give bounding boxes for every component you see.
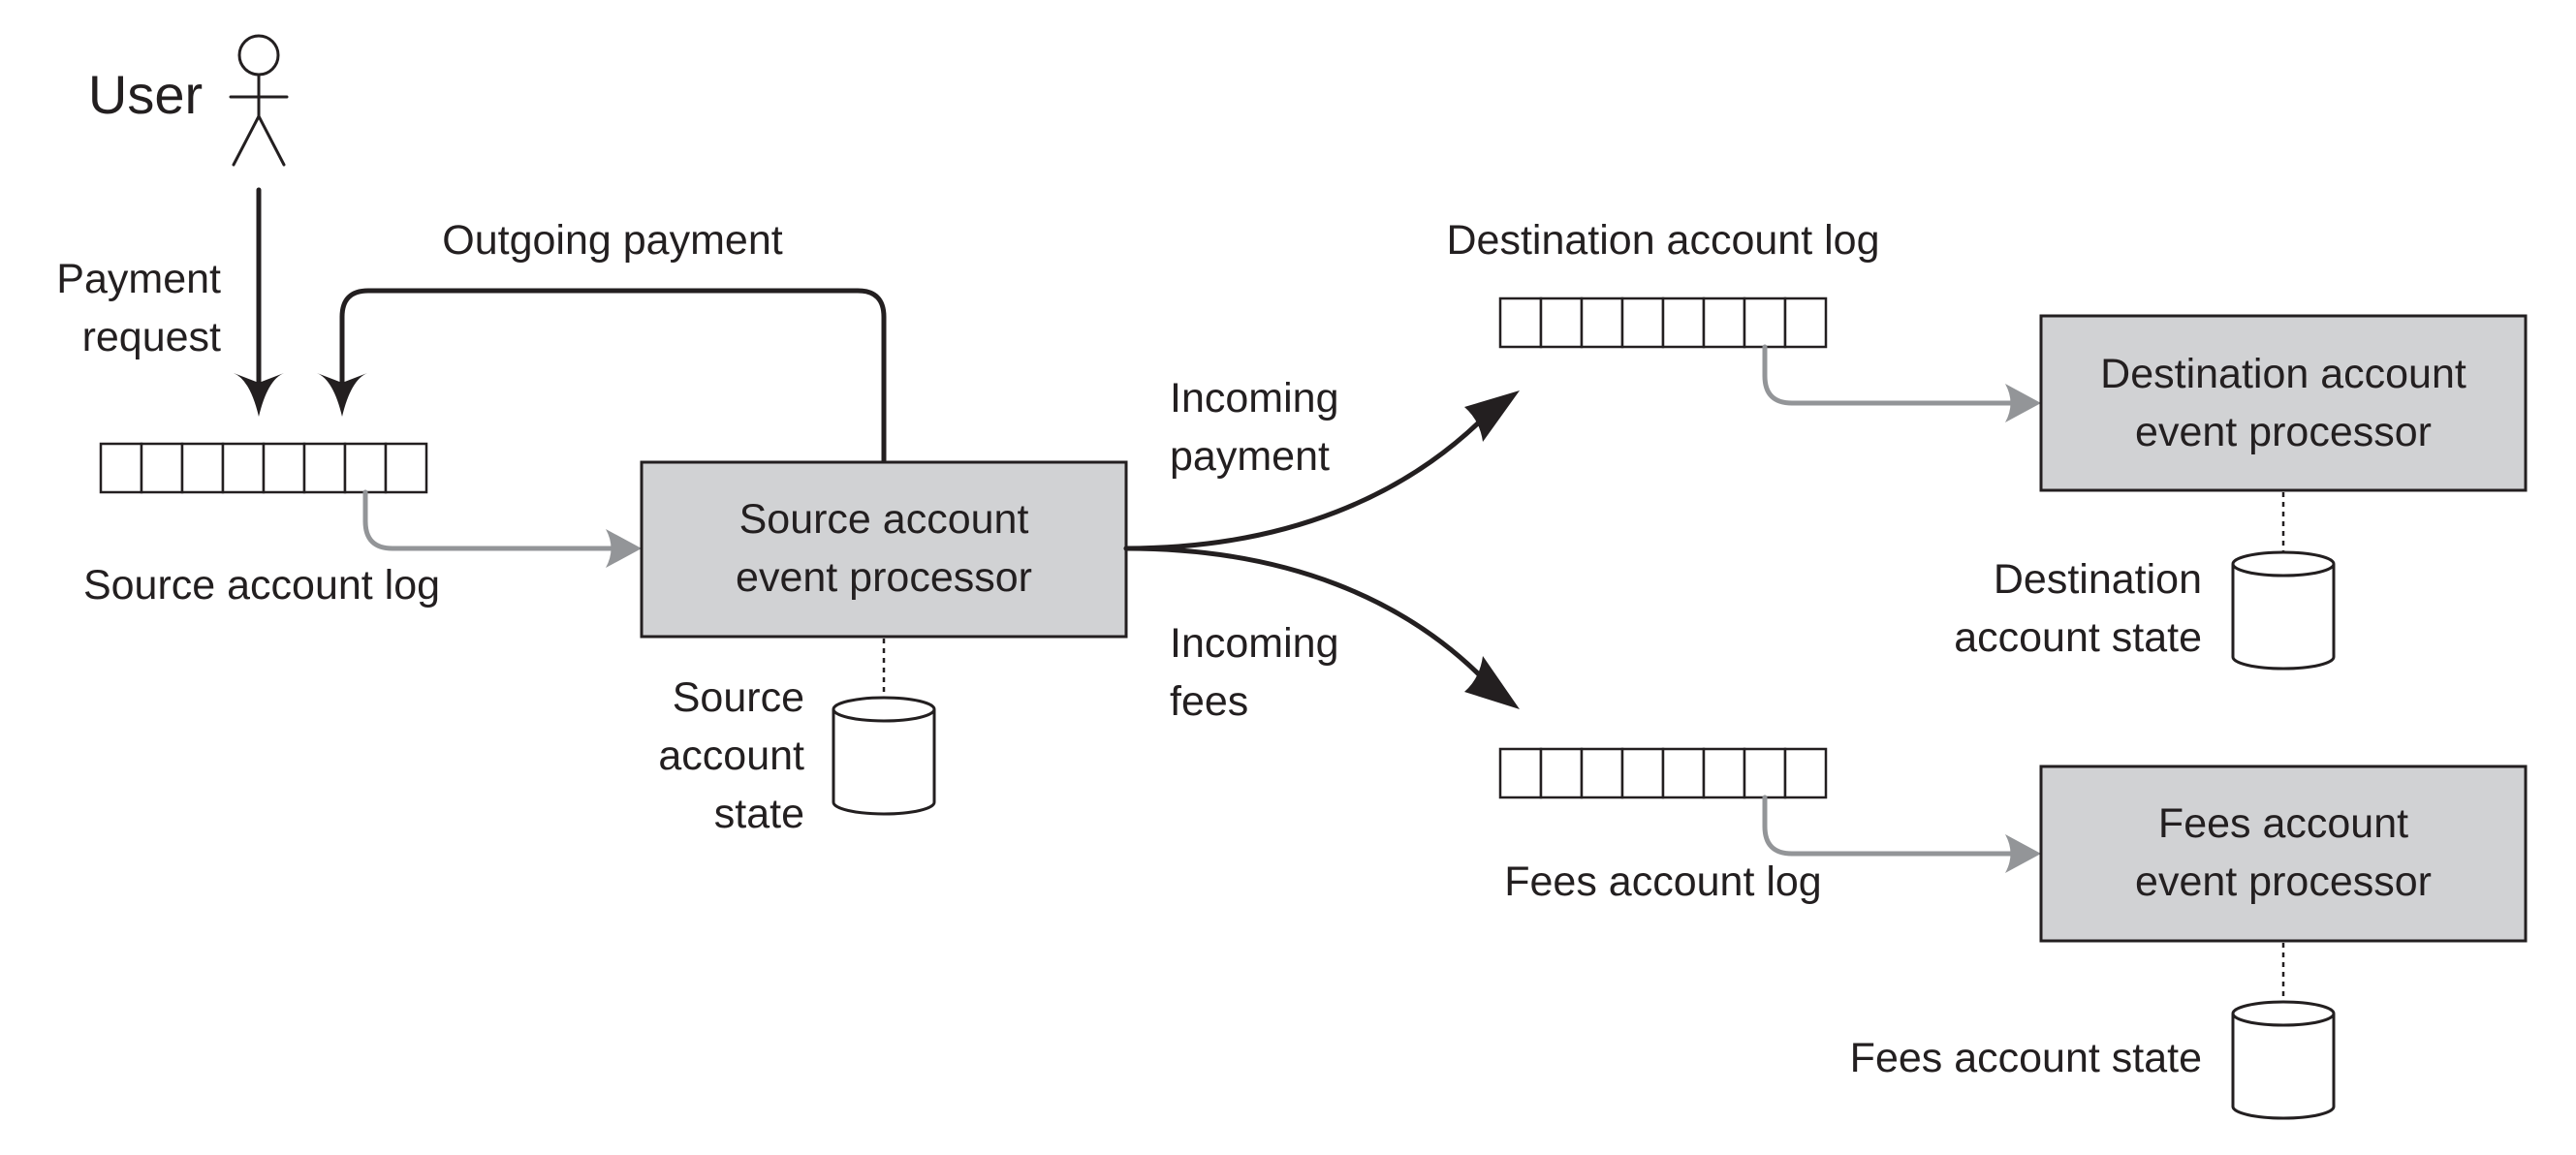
destination-log-consume-arrow: [1762, 344, 2041, 422]
destination-event-processor-label-line2: event processor: [2135, 409, 2432, 455]
source-account-log-label: Source account log: [83, 562, 440, 609]
user-actor-icon: [229, 34, 289, 167]
fees-account-log: [1498, 747, 1828, 799]
fees-account-log-label: Fees account log: [1504, 858, 1821, 905]
destination-event-processor: [2039, 314, 2528, 492]
fees-event-processor: [2039, 765, 2528, 943]
fees-event-processor-label-line2: event processor: [2135, 858, 2432, 905]
destination-account-log: [1498, 297, 1828, 349]
source-state-database-icon: [832, 696, 936, 816]
source-state-label-line3: state: [714, 791, 804, 837]
destination-state-label: Destination: [1994, 556, 2202, 603]
fees-event-processor-label: Fees account: [2158, 800, 2408, 847]
outgoing-payment-label: Outgoing payment: [442, 217, 782, 264]
incoming-fees-label: Incoming: [1170, 620, 1338, 667]
incoming-payment-arrow: [1123, 390, 1520, 551]
incoming-fees-label-line2: fees: [1170, 678, 1248, 725]
destination-state-label-line2: account state: [1954, 614, 2202, 661]
destination-event-processor-label: Destination account: [2100, 351, 2466, 397]
source-event-processor-label-line2: event processor: [736, 554, 1032, 601]
source-state-label-line2: account: [658, 733, 804, 779]
incoming-fees-arrow: [1123, 546, 1520, 709]
source-log-consume-arrow: [362, 489, 642, 568]
destination-state-database-icon: [2231, 550, 2336, 671]
fees-state-label: Fees account state: [1850, 1035, 2202, 1081]
payment-request-label-line2: request: [82, 314, 221, 360]
source-state-label: Source: [673, 674, 804, 721]
source-account-log: [99, 442, 428, 494]
payment-request-label: Payment: [56, 256, 221, 302]
incoming-payment-label: Incoming: [1170, 375, 1338, 421]
source-event-processor: [640, 460, 1128, 639]
fees-log-consume-arrow: [1762, 795, 2041, 873]
user-label: User: [88, 64, 203, 125]
source-event-processor-label: Source account: [739, 496, 1029, 543]
incoming-payment-label-line2: payment: [1170, 433, 1330, 480]
destination-account-log-label: Destination account log: [1446, 217, 1879, 264]
payment-request-arrow: [234, 187, 284, 417]
fees-state-database-icon: [2231, 1000, 2336, 1120]
outgoing-payment-arrow: [317, 288, 887, 463]
